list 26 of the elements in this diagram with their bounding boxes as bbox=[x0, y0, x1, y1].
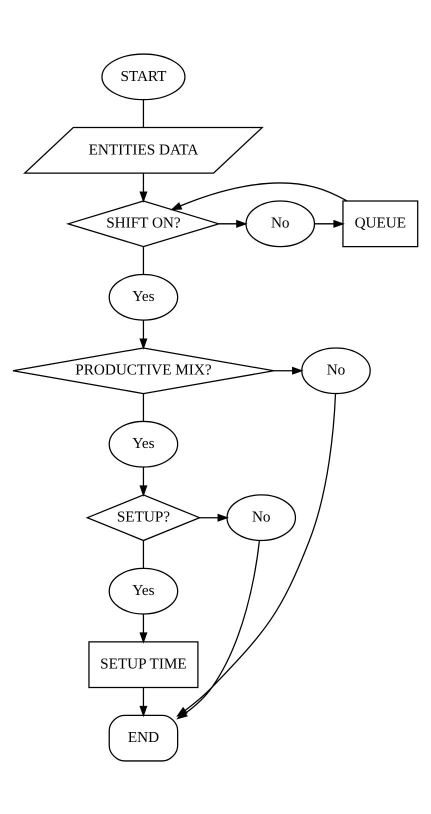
node-diamond: PRODUCTIVE MIX? bbox=[12, 346, 274, 394]
arrow bbox=[218, 219, 248, 228]
node-ellipse: No bbox=[301, 346, 371, 394]
connector bbox=[142, 246, 144, 274]
connector bbox=[142, 540, 144, 568]
arrow bbox=[139, 172, 148, 202]
node-ellipse: Yes bbox=[108, 420, 178, 468]
arrow bbox=[314, 219, 345, 228]
node-box: END bbox=[108, 714, 178, 762]
node-ellipse: START bbox=[101, 52, 186, 100]
arrow bbox=[274, 366, 304, 374]
arrow bbox=[170, 182, 348, 210]
node-ellipse: No bbox=[245, 200, 316, 247]
connector bbox=[142, 99, 144, 128]
node-ellipse: No bbox=[226, 494, 296, 541]
node-box: QUEUE bbox=[342, 200, 418, 247]
arrow bbox=[200, 513, 229, 522]
arrow bbox=[139, 614, 148, 644]
node-ellipse: Yes bbox=[108, 567, 178, 614]
node-diamond: SETUP? bbox=[86, 494, 202, 541]
arrow bbox=[139, 687, 148, 717]
arrow bbox=[139, 320, 148, 350]
node-ellipse: Yes bbox=[108, 273, 178, 320]
connector bbox=[142, 393, 144, 421]
node-box: SETUP TIME bbox=[88, 640, 199, 688]
arrow bbox=[139, 466, 148, 496]
